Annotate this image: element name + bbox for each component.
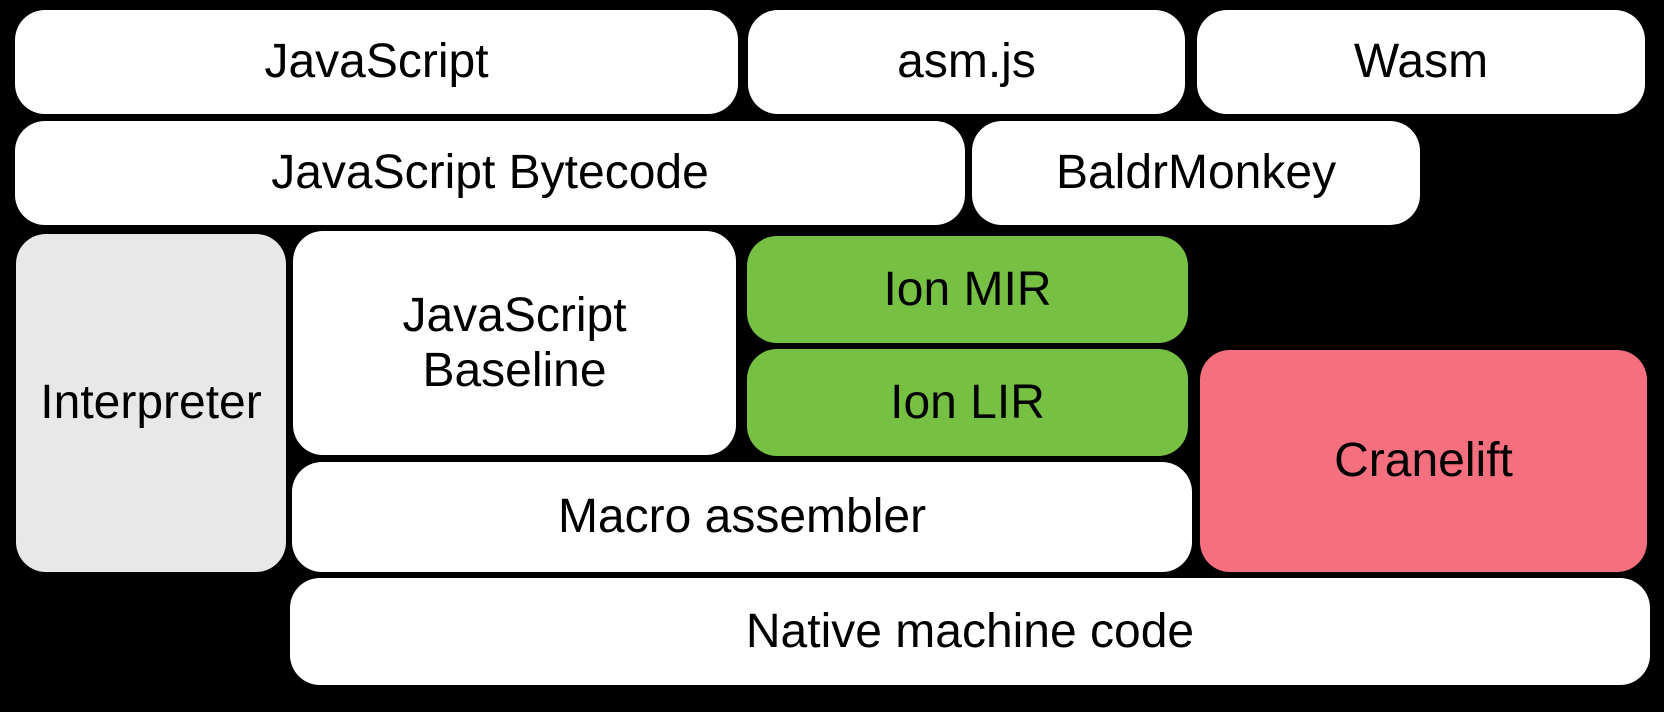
node-macro-assembler: Macro assembler (292, 462, 1192, 572)
node-javascript-baseline: JavaScript Baseline (293, 231, 736, 455)
node-asmjs: asm.js (748, 10, 1185, 114)
node-ion-mir: Ion MIR (747, 236, 1188, 343)
node-ion-lir: Ion LIR (747, 349, 1188, 456)
node-interpreter: Interpreter (16, 234, 286, 572)
node-native-machine-code: Native machine code (290, 578, 1650, 685)
node-javascript: JavaScript (15, 10, 738, 114)
node-baldrmonkey: BaldrMonkey (972, 121, 1420, 225)
node-javascript-bytecode: JavaScript Bytecode (15, 121, 965, 225)
node-cranelift: Cranelift (1200, 350, 1647, 572)
node-wasm: Wasm (1197, 10, 1645, 114)
